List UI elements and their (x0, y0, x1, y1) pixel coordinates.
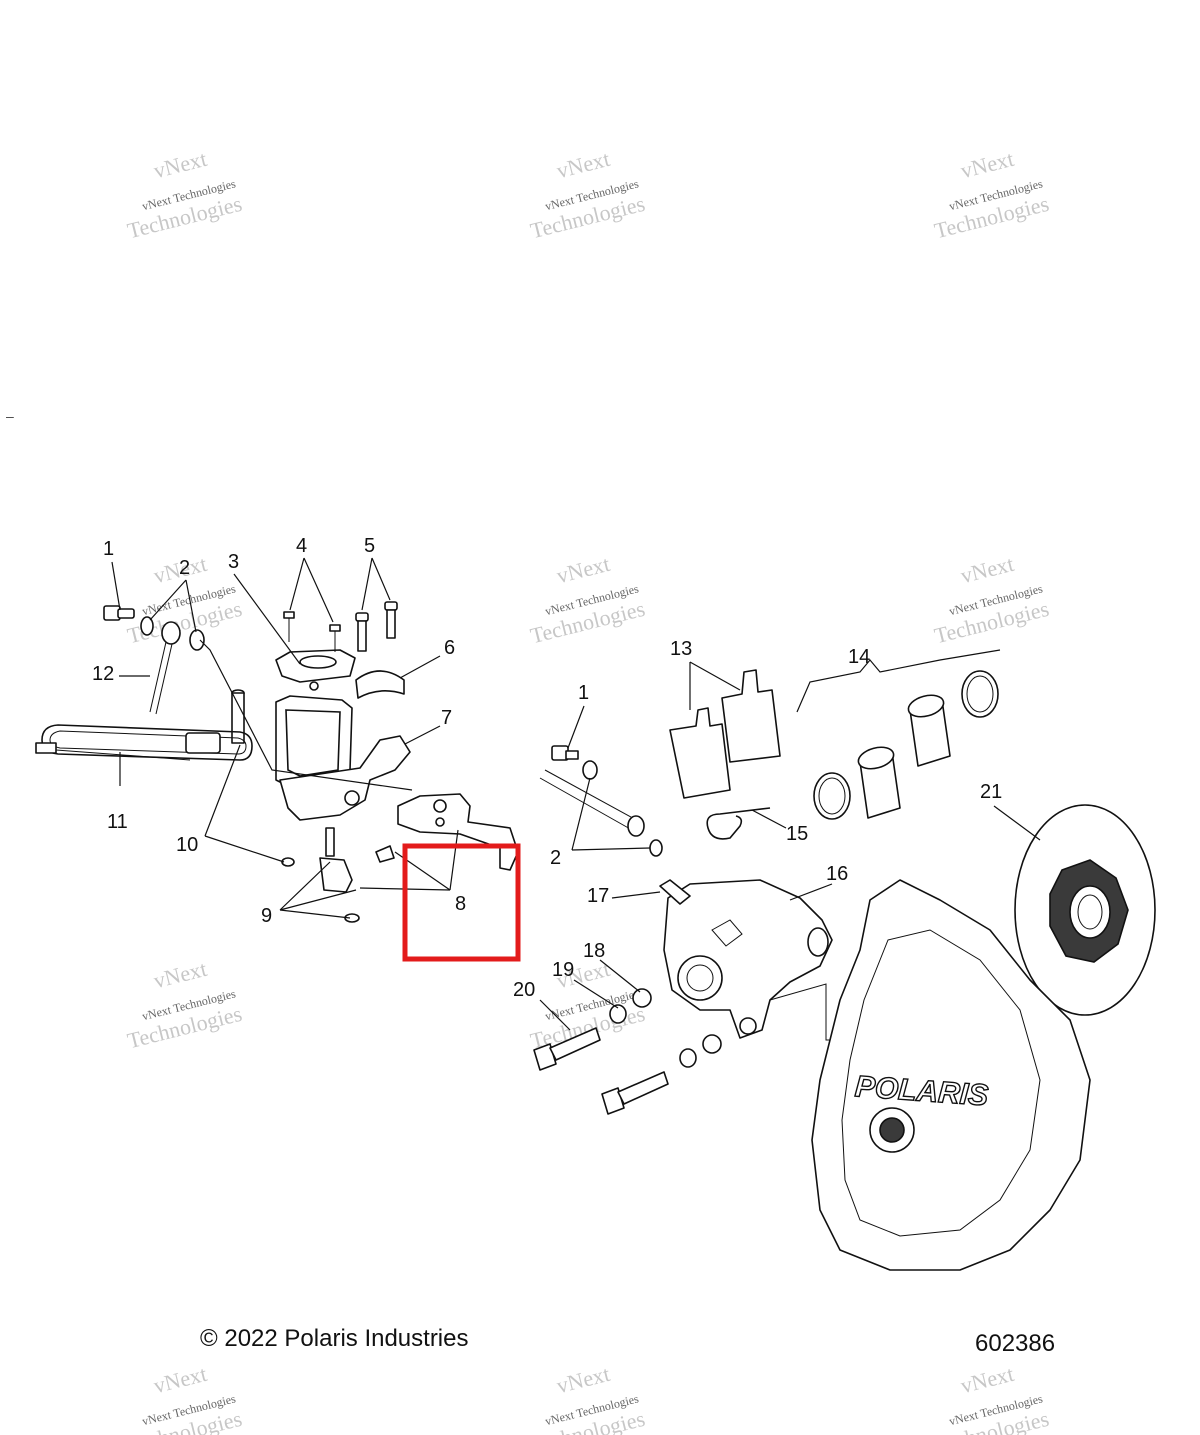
callout-20: 20 (513, 979, 535, 1001)
callout-3: 3 (228, 551, 239, 573)
washer-part (649, 839, 663, 857)
highlight-box (402, 843, 521, 962)
master-cylinder-body-part (275, 695, 411, 821)
callout-4: 4 (296, 535, 307, 557)
svg-text:vNext: vNext (554, 146, 612, 183)
callout-11: 11 (107, 811, 128, 833)
svg-text:vNext: vNext (151, 146, 209, 183)
brake-pad-part (669, 707, 731, 799)
svg-text:vNext: vNext (958, 551, 1016, 588)
callout-6: 6 (444, 637, 455, 659)
svg-text:vNext: vNext (151, 1361, 209, 1398)
svg-text:vNext: vNext (554, 551, 612, 588)
piston-part (907, 694, 951, 767)
watermark: vNext vNext Technologies Technologies (125, 1361, 245, 1435)
pad-retaining-clip-part (706, 807, 771, 840)
brake-rotor-part (1014, 804, 1156, 1016)
washer-part (582, 760, 598, 780)
callout-21: 21 (980, 781, 1002, 803)
callout-15: 15 (786, 823, 808, 845)
callout-13: 13 (670, 638, 692, 660)
callouts: 1 2 3 4 5 6 7 8 9 10 11 12 1 2 13 14 15 … (92, 535, 1002, 1001)
washer-part (609, 1004, 627, 1024)
callout-2: 2 (179, 557, 190, 579)
callout-5: 5 (364, 535, 375, 557)
clamp-part (355, 670, 405, 699)
callout-9: 9 (261, 905, 272, 927)
callout-19: 19 (552, 959, 574, 981)
callout-8: 8 (455, 893, 466, 915)
pivot-pin-part (231, 689, 245, 744)
brake-pad-part (721, 669, 781, 763)
screw-part (283, 611, 295, 642)
brake-line-part (539, 769, 645, 837)
callout-14: 14 (848, 646, 870, 668)
brake-switch-part (35, 724, 253, 761)
chaincase-cover-part: POLARIS (811, 879, 1091, 1271)
svg-text:vNext: vNext (554, 1361, 612, 1398)
watermark: vNext vNext Technologies Technologies (528, 1361, 648, 1435)
clamp-bolt-part (355, 612, 369, 652)
washer-part (679, 1048, 697, 1068)
callout-1: 1 (103, 538, 114, 560)
copyright-text: © 2022 Polaris Industries (200, 1325, 469, 1352)
clamp-bolt-part (384, 601, 398, 639)
mounting-bolt-part (533, 1027, 601, 1071)
callout-16: 16 (826, 863, 848, 885)
watermark: vNext vNext Technologies Technologies (932, 551, 1052, 648)
washer-part (140, 616, 154, 636)
lever-pivot-part (281, 827, 395, 923)
svg-text:vNext: vNext (151, 956, 209, 993)
watermark: vNext vNext Technologies Technologies (528, 551, 648, 648)
washer-part (702, 1034, 722, 1054)
margin-mark: – (6, 408, 14, 424)
watermark: vNext vNext Technologies Technologies (528, 146, 648, 243)
svg-text:vNext: vNext (958, 1361, 1016, 1398)
diagram-number: 602386 (975, 1330, 1056, 1357)
washer-part (632, 988, 652, 1008)
svg-text:vNext: vNext (958, 146, 1016, 183)
watermark: vNext vNext Technologies Technologies (932, 146, 1052, 243)
piston-seal-part (813, 772, 851, 820)
callout-10: 10 (176, 834, 198, 856)
watermark: vNext vNext Technologies Technologies (125, 146, 245, 243)
mounting-bolt-part (601, 1071, 669, 1115)
caliper-assembly: POLARIS (533, 669, 1156, 1271)
leader-lines (111, 557, 1041, 1031)
callout-7: 7 (441, 707, 452, 729)
piston-seal-part (961, 670, 999, 718)
master-cylinder-assembly (35, 601, 519, 923)
watermark: vNext vNext Technologies Technologies (125, 956, 245, 1053)
callout-17: 17 (587, 885, 609, 907)
callout-1-right: 1 (578, 682, 589, 704)
brake-line-part (149, 621, 181, 715)
washer-part (189, 629, 205, 651)
caliper-body-part (663, 879, 833, 1039)
banjo-bolt-part (551, 745, 579, 761)
callout-12: 12 (92, 663, 114, 685)
callout-18: 18 (583, 940, 605, 962)
callout-2-right: 2 (550, 847, 561, 869)
watermark: vNext vNext Technologies Technologies (932, 1361, 1052, 1435)
reservoir-cap-part (275, 649, 356, 691)
bleeder-valve-part (659, 879, 691, 905)
screw-part (329, 624, 341, 652)
banjo-bolt-part (103, 605, 135, 621)
piston-part (857, 746, 901, 819)
